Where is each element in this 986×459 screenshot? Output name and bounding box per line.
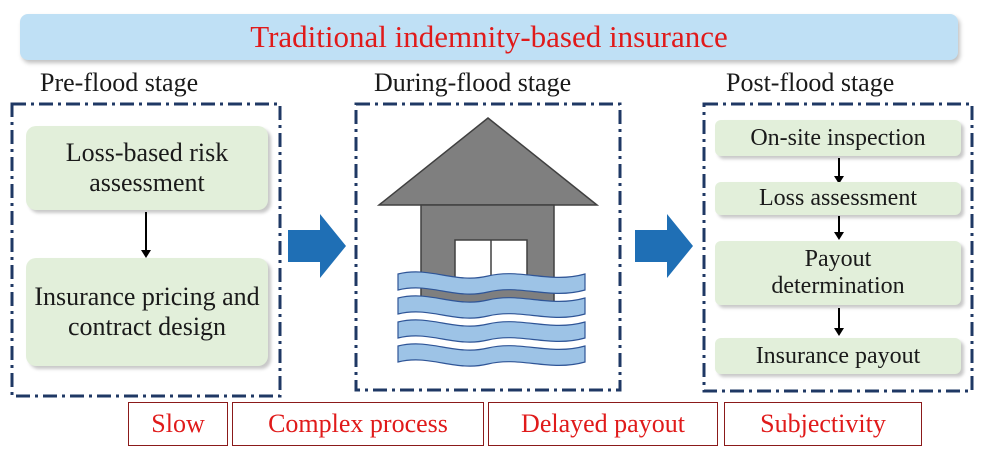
drawback-complex-process: Complex process (232, 402, 484, 446)
arrow-pre-to-during (288, 214, 346, 278)
step-insurance-payout: Insurance payout (715, 338, 961, 374)
pre-flood-frame (10, 102, 282, 398)
post-flood-frame (702, 102, 974, 393)
pre-connector-arrowhead (141, 250, 151, 258)
step-payout-determination: Payout determination (715, 241, 961, 305)
step-insurance-pricing: Insurance pricing and contract design (26, 258, 268, 366)
step-loss-assessment: Loss assessment (715, 182, 961, 215)
wave-3 (397, 319, 586, 343)
step-label: Insurance pricing and contract design (34, 282, 260, 341)
diagram-title: Traditional indemnity-based insurance (250, 19, 728, 54)
flood-water (397, 271, 586, 367)
house-roof (376, 117, 600, 206)
pre-flood-label: Pre-flood stage (40, 68, 199, 97)
drawback-subjectivity: Subjectivity (724, 402, 922, 446)
drawback-slow: Slow (128, 402, 228, 446)
during-flood-frame (354, 102, 622, 392)
drawback-delayed-payout: Delayed payout (488, 402, 718, 446)
during-flood-label: During-flood stage (374, 68, 572, 97)
step-label: On-site inspection (750, 124, 926, 151)
step-label: Loss-based risk assessment (65, 138, 229, 197)
wave-4 (397, 343, 586, 367)
step-label: Loss assessment (759, 185, 917, 211)
step-on-site-inspection: On-site inspection (715, 120, 961, 156)
step-label: Payout determination (771, 246, 905, 299)
wave-1 (397, 271, 586, 295)
arrow-during-to-post (635, 214, 693, 278)
step-loss-based-risk-assessment: Loss-based risk assessment (26, 126, 268, 210)
title-bar: Traditional indemnity-based insurance (20, 14, 958, 60)
step-label: Insurance payout (755, 342, 921, 369)
post-flood-label: Post-flood stage (726, 68, 895, 97)
wave-2 (397, 295, 586, 319)
